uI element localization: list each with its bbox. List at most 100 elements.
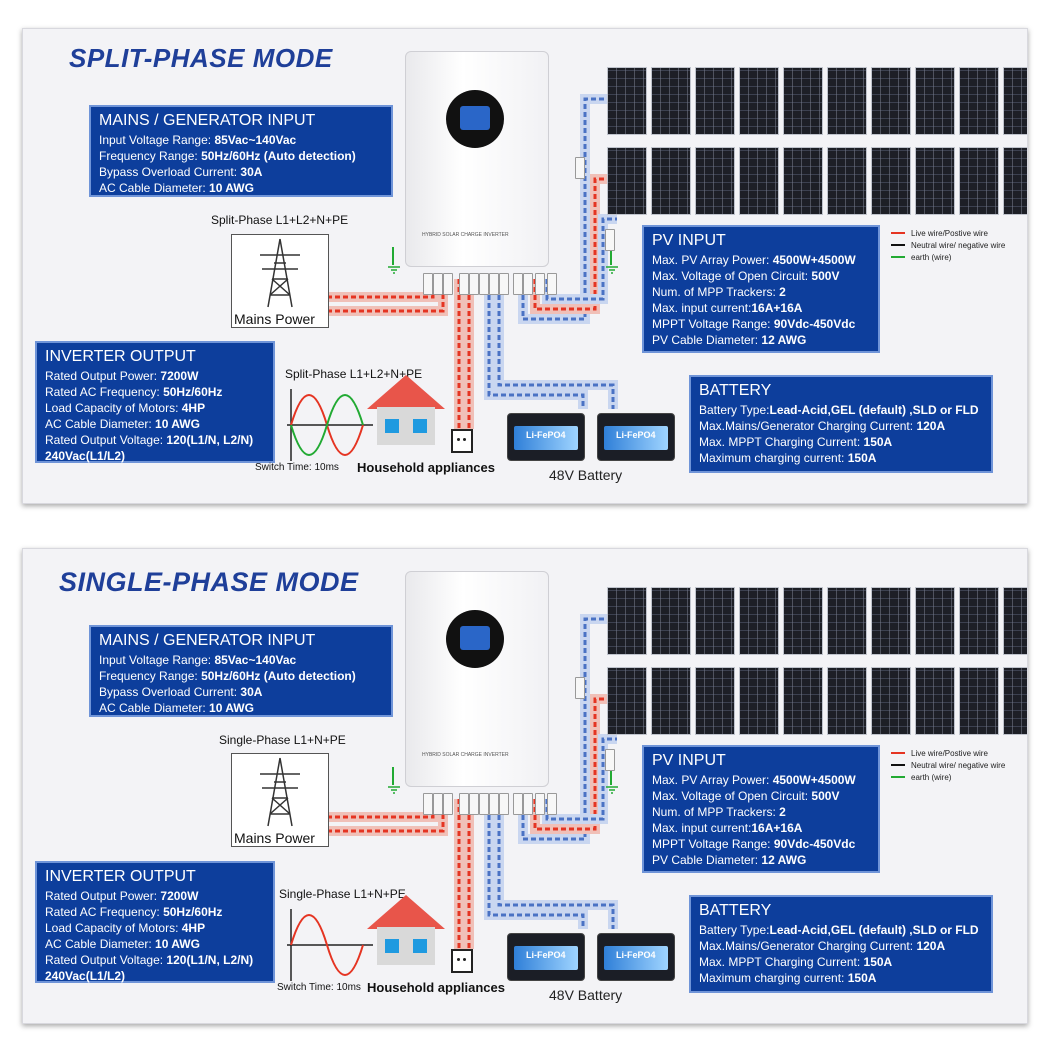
pv-input-box-line: MPPT Voltage Range: 90Vdc-450Vdc <box>652 836 870 852</box>
solar-panel <box>607 147 647 215</box>
inverter-output-box-line: 240Vac(L1/L2) <box>45 968 265 984</box>
solar-panel <box>607 67 647 135</box>
pv-breaker <box>605 749 615 771</box>
circuit-breaker <box>499 273 509 295</box>
spec-value: 50Hz/60Hz <box>163 905 223 919</box>
circuit-breaker <box>479 273 489 295</box>
power-outlet-icon <box>451 429 473 453</box>
circuit-breaker <box>469 273 479 295</box>
house-icon <box>367 375 445 445</box>
spec-value: 30A <box>240 165 263 179</box>
pv-input-box-line: Num. of MPP Trackers: 2 <box>652 284 870 300</box>
switch-time-label: Switch Time: 10ms <box>255 462 339 473</box>
circuit-breaker <box>459 793 469 815</box>
spec-value: 120A <box>916 419 946 433</box>
solar-panel <box>1003 147 1027 215</box>
spec-label: Max. input current: <box>652 301 752 315</box>
battery-icon: Li-FePO4 <box>597 933 675 981</box>
legend-swatch <box>891 776 905 778</box>
pv-breaker <box>575 677 585 699</box>
legend-label: earth (wire) <box>911 252 952 262</box>
household-appliances-label: Household appliances <box>367 980 505 995</box>
mode-title: SPLIT-PHASE MODE <box>69 43 333 73</box>
solar-panel <box>783 587 823 655</box>
display-screen <box>460 626 490 650</box>
solar-panel <box>827 147 867 215</box>
outlet-hole <box>457 958 460 961</box>
battery-box-line: Maximum charging current: 150A <box>699 970 983 986</box>
circuit-breaker <box>423 273 433 295</box>
solar-panel-string <box>607 667 1027 735</box>
solar-panel <box>1003 587 1027 655</box>
spec-value: 12 AWG <box>761 333 807 347</box>
switch-time-label: Switch Time: 10ms <box>277 982 361 993</box>
pv-input-box-line: MPPT Voltage Range: 90Vdc-450Vdc <box>652 316 870 332</box>
spec-label: Bypass Overload Current: <box>99 685 241 699</box>
inverter-output-box-line: Rated AC Frequency: 50Hz/60Hz <box>45 904 265 920</box>
spec-label: Max. Voltage of Open Circuit: <box>652 789 812 803</box>
inverter-output-box-line: Rated AC Frequency: 50Hz/60Hz <box>45 384 265 400</box>
spec-value: 4HP <box>181 401 206 415</box>
spec-value: 50Hz/60Hz (Auto detection) <box>201 669 356 683</box>
spec-label: Frequency Range: <box>99 669 202 683</box>
battery-positive-wire <box>487 279 585 409</box>
solar-panel <box>651 667 691 735</box>
mains-power-label: Mains Power <box>234 830 315 846</box>
spec-value: 50Hz/60Hz <box>163 385 223 399</box>
circuit-breaker <box>443 273 453 295</box>
spec-label: Maximum charging current: <box>699 451 848 465</box>
battery-box-header: BATTERY <box>699 382 772 399</box>
pv-breaker <box>575 157 585 179</box>
solar-panel <box>871 667 911 735</box>
inverter: HYBRID SOLAR CHARGE INVERTER <box>405 51 549 267</box>
circuit-breaker <box>523 793 533 815</box>
mains-input-box-line: AC Cable Diameter: 10 AWG <box>99 180 383 196</box>
battery-box-line: Maximum charging current: 150A <box>699 450 983 466</box>
solar-panel <box>959 67 999 135</box>
grid-wire-casing <box>327 279 438 302</box>
solar-panel <box>739 67 779 135</box>
display-screen <box>460 106 490 130</box>
spec-label: Max.Mains/Generator Charging Current: <box>699 939 917 953</box>
solar-panel <box>695 147 735 215</box>
battery-positive-wire <box>487 799 585 929</box>
spec-label: PV Cable Diameter: <box>652 333 762 347</box>
spec-value: 4500W+4500W <box>772 253 856 267</box>
power-tower-icon <box>260 238 300 308</box>
inverter-label: HYBRID SOLAR CHARGE INVERTER <box>422 752 509 758</box>
spec-label: Maximum charging current: <box>699 971 848 985</box>
battery-brand: Li-FePO4 <box>616 950 656 960</box>
battery-box-line: Max. MPPT Charging Current: 150A <box>699 954 983 970</box>
spec-label: Max. Voltage of Open Circuit: <box>652 269 812 283</box>
inverter-output-box-line: Rated Output Voltage: 120(L1/N, L2/N) <box>45 952 265 968</box>
house-icon <box>367 895 445 965</box>
spec-value: 150A <box>847 971 877 985</box>
solar-panel <box>651 587 691 655</box>
spec-label: AC Cable Diameter: <box>45 417 156 431</box>
solar-panel-string <box>607 67 1027 135</box>
inverter-output-box-line: Rated Output Power: 7200W <box>45 888 265 904</box>
battery-icon: Li-FePO4 <box>507 413 585 461</box>
battery-label-plate <box>604 426 668 450</box>
spec-value: 90Vdc-450Vdc <box>773 837 856 851</box>
circuit-breaker <box>513 793 523 815</box>
split-phase-panel: SPLIT-PHASE MODE HYBRID SOLAR CHARGE INV… <box>22 28 1028 504</box>
spec-value: 4HP <box>181 921 206 935</box>
spec-label: Rated AC Frequency: <box>45 385 164 399</box>
spec-label: Battery Type: <box>699 403 770 417</box>
legend-label: Neutral wire/ negative wire <box>911 240 1006 250</box>
spec-label: Battery Type: <box>699 923 770 937</box>
earth-ground-icon <box>606 266 618 274</box>
solar-panel <box>607 667 647 735</box>
inverter-output-box-line: Rated Output Power: 7200W <box>45 368 265 384</box>
circuit-breaker <box>459 273 469 295</box>
solar-panel <box>915 67 955 135</box>
pv-wire-2 <box>533 177 607 311</box>
spec-value: 7200W <box>160 369 199 383</box>
circuit-breaker <box>489 793 499 815</box>
spec-value: 16A+16A <box>751 821 803 835</box>
pv-wire-1 <box>521 617 607 841</box>
